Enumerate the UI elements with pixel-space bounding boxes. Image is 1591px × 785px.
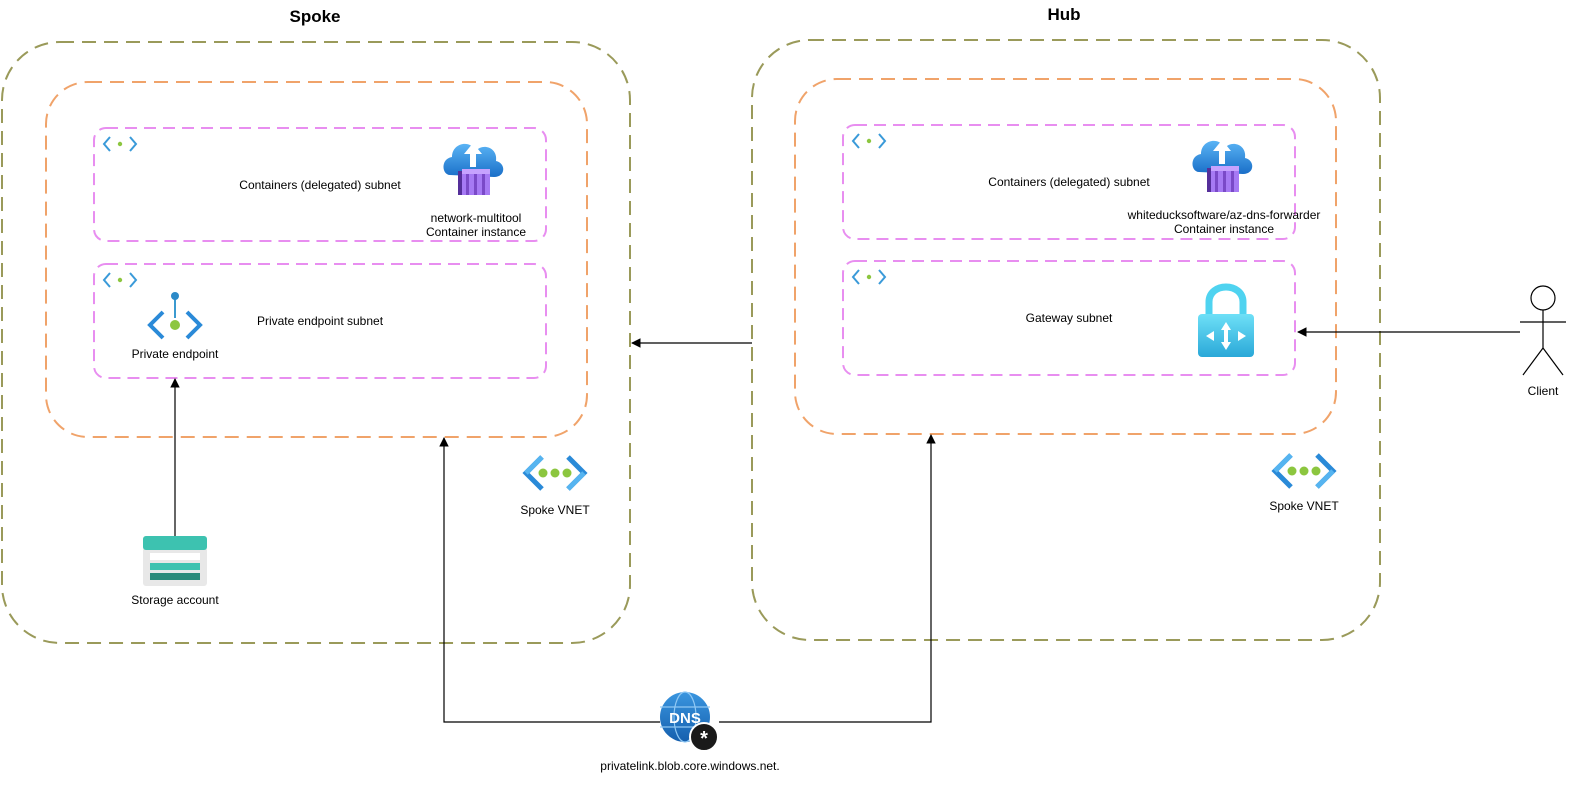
spoke-container-name: network-multitool [430,211,522,225]
hub-subscription-boundary [794,78,1337,435]
svg-text:*: * [700,728,708,750]
hub-vnet-label: Spoke VNET [1269,499,1339,513]
dns-to-hub-connector [719,434,936,723]
spoke-vnet-label: Spoke VNET [520,503,590,517]
hub-gateway-subnet[interactable] [842,260,1296,376]
hub-container-type: Container instance [1173,222,1275,236]
private-endpoint-label: Private endpoint [131,347,219,361]
subnet-icon [852,133,886,149]
subnet-icon [103,272,137,288]
storage-account-label: Storage account [131,593,219,607]
virtual-network-icon [526,457,584,489]
hub-containers-subnet-label: Containers (delegated) subnet [988,175,1150,189]
subnet-icon [103,136,137,152]
gateway-subnet-label: Gateway subnet [1025,311,1113,325]
dns-to-spoke-connector [439,437,660,723]
spoke-container-type: Container instance [425,225,527,239]
spoke-containers-subnet-label: Containers (delegated) subnet [239,178,401,192]
dns-zone-icon: DNS * [660,691,719,752]
storage-account-icon [143,536,207,586]
spoke-pe-subnet-label: Private endpoint subnet [256,314,384,328]
virtual-network-icon [1275,455,1333,487]
container-instance-icon [443,143,504,195]
private-endpoint-icon [147,292,203,340]
hub-container-name: whiteducksoftware/az-dns-forwarder [1127,208,1321,222]
client-label: Client [1527,384,1559,398]
hub-containers-subnet[interactable] [842,124,1296,240]
hub-vnet-boundary [751,39,1381,641]
spoke-title: Spoke [289,7,341,26]
svg-text:DNS: DNS [669,710,701,727]
spoke-subscription-boundary [45,81,588,438]
spoke-private-endpoint-subnet[interactable] [93,263,547,379]
vpn-gateway-lock-icon [1198,283,1254,357]
spoke-containers-subnet[interactable] [93,127,547,242]
subnet-icon [852,269,886,285]
container-instance-icon [1192,140,1253,192]
dns-zone-label: privatelink.blob.core.windows.net. [600,759,780,773]
hub-title: Hub [1047,5,1081,24]
spoke-vnet-boundary [1,41,631,644]
person-icon [1520,285,1566,376]
